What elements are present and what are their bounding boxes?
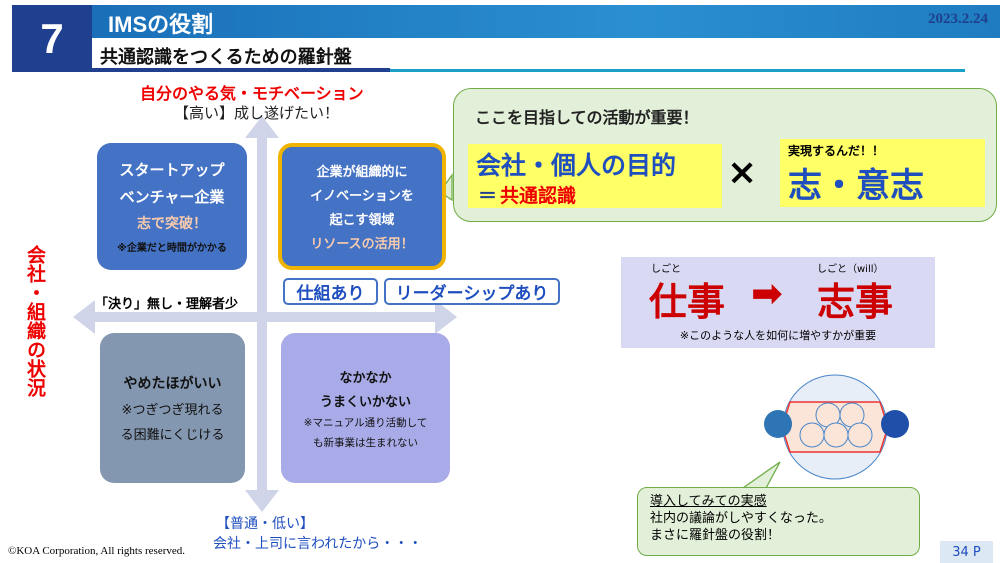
quadrant-bottom-right: なかなか うまくいかない ※マニュアル通り活動して も新事業は生まれない xyxy=(281,333,450,483)
q-text: ベンチャー企業 xyxy=(119,188,225,206)
page-number: 34 P xyxy=(940,541,993,563)
q-text: リソースの活用！ xyxy=(310,237,414,252)
axis-bottom-title: 【普通・低い】 xyxy=(216,516,314,532)
axis-bottom-sub: 会社・上司に言われたから・・・ xyxy=(213,536,423,552)
tag-system: 仕組あり xyxy=(283,278,378,305)
slide-title: IMSの役割 xyxy=(108,12,214,37)
word-shigoto: 仕事 xyxy=(649,280,726,324)
axis-left-title: 会社・組織の状況 xyxy=(24,245,46,397)
will-text: 志・意志 xyxy=(788,166,924,206)
ims-process-diagram xyxy=(764,374,909,480)
q-text: 企業が組織的に xyxy=(316,165,408,180)
will-small: 実現するんだ！！ xyxy=(788,144,885,158)
slide-subtitle: 共通認識をつくるための羅針盤 xyxy=(100,47,352,68)
equals-sign: ＝ xyxy=(478,185,498,207)
q-text: 起こす領域 xyxy=(329,213,395,228)
q-text: 志で突破！ xyxy=(137,216,207,232)
callout-heading: ここを目指しての活動が重要！ xyxy=(475,108,699,127)
section-number: 7 xyxy=(12,5,92,72)
q-text: なかなか xyxy=(339,370,392,386)
q-text: やめたほがいい xyxy=(123,376,222,392)
quadrant-top-right: 企業が組織的に イノベーションを 起こす領域 リソースの活用！ xyxy=(278,143,446,270)
axis-left-label: 「決り」無し・理解者少 xyxy=(95,297,239,312)
q-text: スタートアップ xyxy=(119,161,225,179)
will-box: 実現するんだ！！ 志・意志 xyxy=(780,139,985,207)
ruby-2: しごと（will） xyxy=(817,264,884,275)
axis-top-sub: 【高い】成し遂げたい！ xyxy=(174,104,340,122)
q-text: ※つぎつぎ現れる xyxy=(121,403,224,418)
underline-dark xyxy=(92,68,390,72)
impression-title: 導入してみての実感 xyxy=(650,494,767,509)
shigoto-box: しごと 仕事 ➡ しごと（will） 志事 ※このような人を如何に増やすかが重要 xyxy=(621,257,935,348)
impression-line: まさに羅針盤の役割！ xyxy=(650,528,781,543)
purpose-box: 会社・個人の目的 ＝ 共通認識 xyxy=(468,144,722,208)
shigoto-note: ※このような人を如何に増やすかが重要 xyxy=(679,329,877,342)
slide-date: 2023.2.24 xyxy=(928,11,988,27)
word-kokorozashi: 志事 xyxy=(817,280,894,324)
common-text: 共通認識 xyxy=(500,185,577,207)
q-text: うまくいかない xyxy=(319,394,411,410)
purpose-text: 会社・個人の目的 xyxy=(476,151,677,180)
q-text: も新事業は生まれない xyxy=(313,436,418,449)
q-text: ※マニュアル通り活動して xyxy=(303,416,428,429)
arrow-right-icon: ➡ xyxy=(751,271,783,315)
q-text: イノベーションを xyxy=(310,189,414,204)
q-text: ※企業だと時間がかかる xyxy=(117,243,227,254)
copyright: ©KOA Corporation, All rights reserved. xyxy=(8,545,185,557)
ruby-1: しごと xyxy=(651,264,681,275)
impression-line: 社内の議論がしやすくなった。 xyxy=(650,511,832,526)
times-icon: × xyxy=(727,152,758,193)
q-text: る困難にくじける xyxy=(120,428,225,443)
axis-top-title: 自分のやる気・モチベーション xyxy=(140,84,364,103)
impression-callout: 導入してみての実感 社内の議論がしやすくなった。 まさに羅針盤の役割！ xyxy=(637,487,920,556)
quadrant-bottom-left: やめたほがいい ※つぎつぎ現れる る困難にくじける xyxy=(100,333,245,483)
title-banner xyxy=(92,5,1000,38)
underline-cyan xyxy=(390,69,965,72)
quadrant-top-left: スタートアップ ベンチャー企業 志で突破！ ※企業だと時間がかかる xyxy=(97,143,247,270)
tag-leadership: リーダーシップあり xyxy=(384,278,560,305)
